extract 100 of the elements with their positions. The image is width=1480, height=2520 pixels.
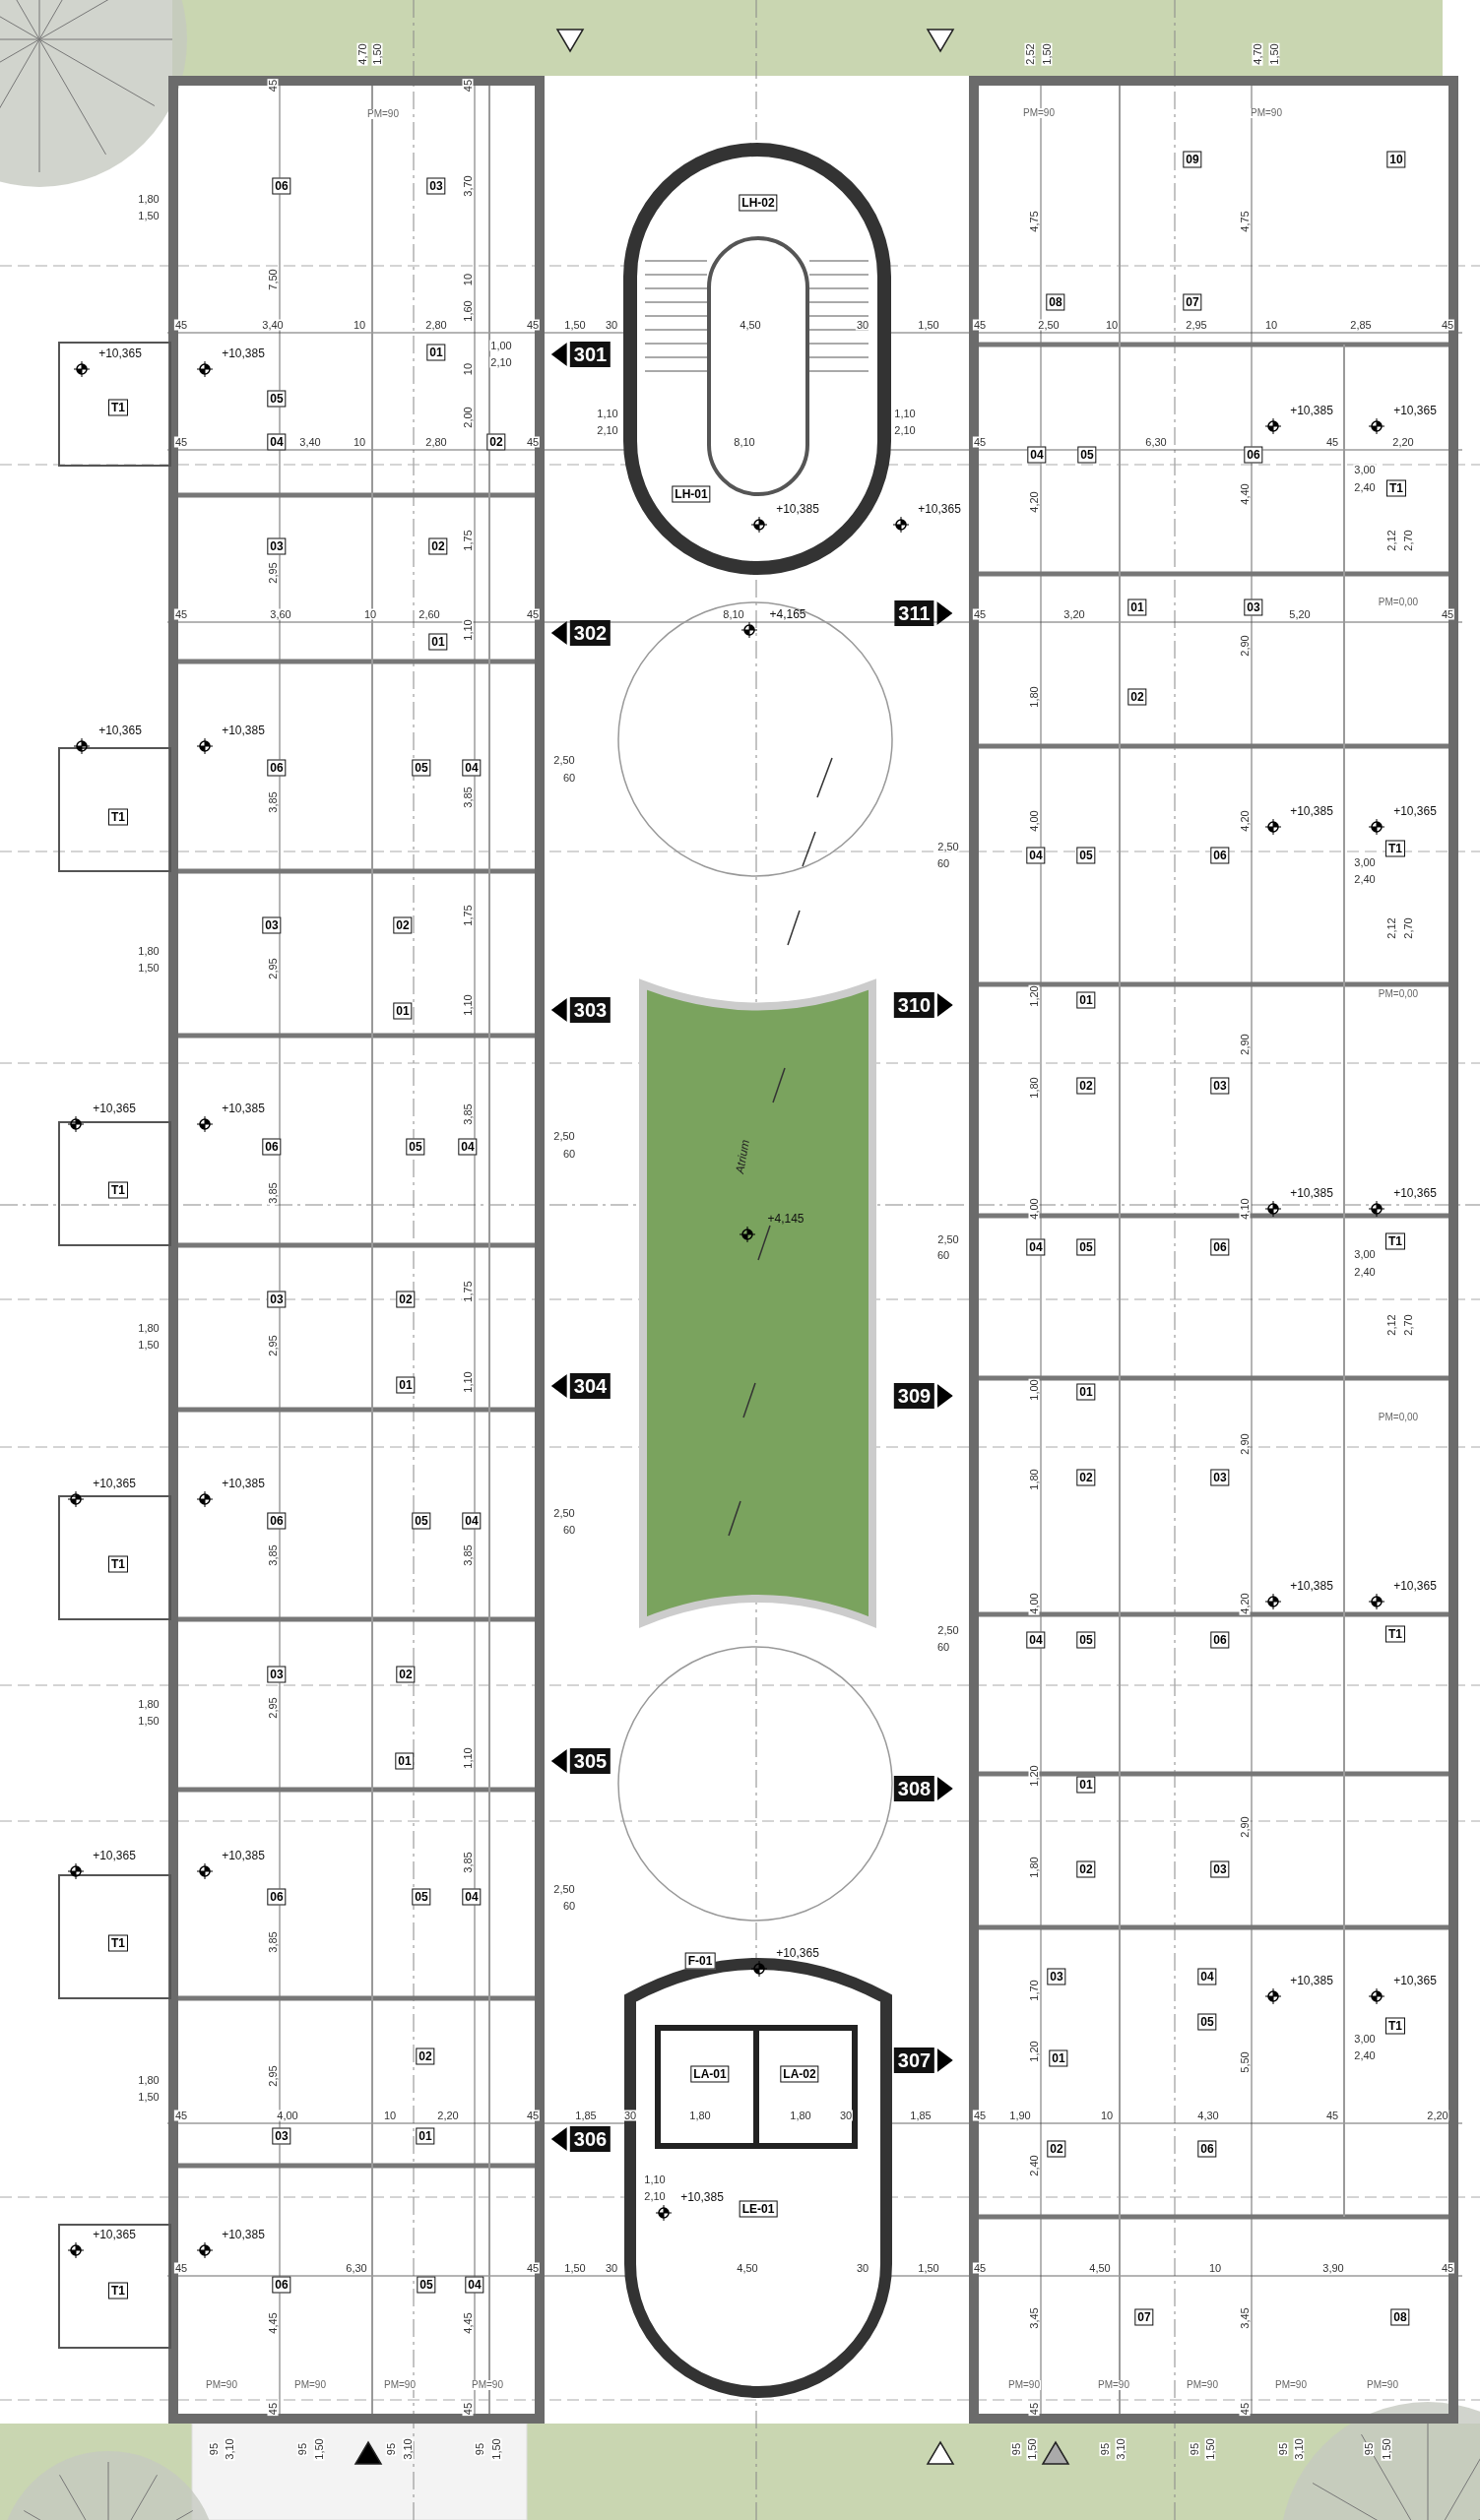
dimension-label: 1,20 (1028, 984, 1040, 1008)
dimension-label: 3,10 (402, 2437, 414, 2461)
room-number-tag: 04 (465, 2276, 484, 2294)
dimension-label: 1,50 (563, 2262, 587, 2274)
unit-number-label: 302 (569, 620, 611, 646)
room-number-tag: 02 (396, 1666, 416, 1683)
dimension-label: 7,50 (267, 268, 279, 291)
dimension-label: 3,85 (267, 1181, 279, 1205)
room-number-tag: T1 (108, 1555, 128, 1573)
sill-height-label: PM=90 (1186, 2380, 1219, 2390)
dimension-label: 1,50 (371, 42, 383, 66)
dimension-label: 1,10 (462, 618, 474, 642)
dimension-label: 1,50 (313, 2437, 325, 2461)
dimension-label: 1,50 (137, 1715, 161, 1727)
dimension-label: 45 (972, 608, 988, 620)
dimension-label: 60 (935, 1641, 951, 1653)
dimension-label: 10 (382, 2110, 398, 2121)
dimension-label: 3,00 (1353, 856, 1377, 868)
dimension-label: 2,10 (596, 424, 619, 436)
room-number-tag: 01 (1076, 1776, 1096, 1794)
room-number-tag: 04 (1197, 1968, 1217, 1985)
dimension-label: 10 (1207, 2262, 1223, 2274)
dimension-label: 95 (385, 2441, 397, 2457)
dimension-label: 1,80 (1028, 1856, 1040, 1879)
dimension-label: 1,80 (1028, 685, 1040, 709)
dimension-label: 2,40 (1353, 873, 1377, 885)
room-number-tag: 05 (1197, 2013, 1217, 2031)
room-number-tag: 04 (1026, 1238, 1046, 1256)
room-number-tag: 07 (1134, 2308, 1154, 2326)
dimension-label: 3,85 (267, 1544, 279, 1567)
room-number-tag: 05 (1076, 1631, 1096, 1649)
sill-height-label: PM=90 (1366, 2380, 1399, 2390)
room-number-tag: 06 (272, 2276, 291, 2294)
core-room-tag: LH-01 (672, 485, 711, 503)
dimension-label: 1,80 (1028, 1468, 1040, 1491)
dimension-label: 45 (462, 2401, 474, 2417)
dimension-label: 1,10 (643, 2174, 667, 2185)
sill-height-label: PM=0,00 (1377, 1413, 1420, 1422)
dimension-label: 4,50 (1088, 2262, 1112, 2274)
room-number-tag: 05 (1076, 847, 1096, 864)
dimension-label: 3,40 (298, 436, 322, 448)
dimension-label: 5,50 (1239, 2050, 1251, 2074)
room-number-tag: 03 (267, 537, 287, 555)
level-label: +10,365 (93, 1850, 136, 1861)
dimension-label: 2,12 (1385, 916, 1397, 940)
dimension-label: 2,50 (552, 1883, 576, 1895)
dimension-label: 4,00 (1028, 1592, 1040, 1615)
room-number-tag: 01 (1076, 991, 1096, 1009)
room-number-tag: T1 (1385, 2017, 1405, 2035)
room-number-tag: 05 (417, 2276, 436, 2294)
dimension-label: 1,50 (137, 1339, 161, 1351)
dimension-label: 45 (1324, 2110, 1340, 2121)
dimension-label: 2,50 (936, 1624, 960, 1636)
dimension-label: 1,80 (137, 193, 161, 205)
dimension-label: 4,00 (276, 2110, 299, 2121)
dimension-label: 1,80 (137, 1698, 161, 1710)
dimension-label: 3,00 (1353, 2033, 1377, 2045)
dimension-label: 2,85 (1349, 319, 1373, 331)
dimension-label: 30 (855, 319, 870, 331)
room-number-tag: 04 (1026, 847, 1046, 864)
sill-height-label: PM=90 (1022, 108, 1056, 118)
room-number-tag: 02 (416, 2048, 435, 2065)
room-number-tag: 05 (1076, 1238, 1096, 1256)
dimension-label: 60 (935, 1249, 951, 1261)
dimension-label: 10 (1263, 319, 1279, 331)
dimension-label: 10 (462, 272, 474, 287)
dimension-label: 1,80 (688, 2110, 712, 2121)
dimension-label: 4,20 (1028, 490, 1040, 514)
dimension-label: 95 (1010, 2441, 1022, 2457)
level-label: +10,365 (93, 2229, 136, 2240)
dimension-label: 6,30 (1144, 436, 1168, 448)
dimension-label: 4,50 (739, 319, 762, 331)
room-number-tag: 06 (272, 177, 291, 195)
level-label: +10,365 (1393, 1580, 1437, 1592)
dimension-label: 1,10 (462, 1746, 474, 1770)
dimension-label: 3,10 (1115, 2437, 1126, 2461)
dimension-label: 2,80 (424, 436, 448, 448)
level-label: +10,385 (1290, 1580, 1333, 1592)
dimension-label: 1,85 (909, 2110, 933, 2121)
dimension-label: 2,90 (1239, 1432, 1251, 1456)
dimension-label: 45 (972, 2110, 988, 2121)
dimension-label: 1,80 (137, 2074, 161, 2086)
dimension-label: 1,50 (1204, 2437, 1216, 2461)
unit-number-label: 307 (893, 2048, 935, 2073)
dimension-label: 45 (525, 2262, 541, 2274)
dimension-label: 2,70 (1402, 916, 1414, 940)
unit-number-label: 303 (569, 997, 611, 1023)
dimension-label: 4,20 (1239, 1592, 1251, 1615)
dimension-label: 3,90 (1321, 2262, 1345, 2274)
level-label: +10,365 (1393, 1975, 1437, 1986)
dimension-label: 1,80 (137, 1322, 161, 1334)
dimension-label: 2,52 (1024, 42, 1036, 66)
level-label: +10,385 (1290, 1975, 1333, 1986)
dimension-label: 1,50 (137, 210, 161, 221)
dimension-label: 4,30 (1196, 2110, 1220, 2121)
level-label: +10,385 (1290, 805, 1333, 817)
dimension-label: 1,10 (462, 993, 474, 1017)
sill-height-label: PM=90 (383, 2380, 417, 2390)
dimension-label: 4,50 (736, 2262, 759, 2274)
dimension-label: 1,50 (1041, 42, 1053, 66)
